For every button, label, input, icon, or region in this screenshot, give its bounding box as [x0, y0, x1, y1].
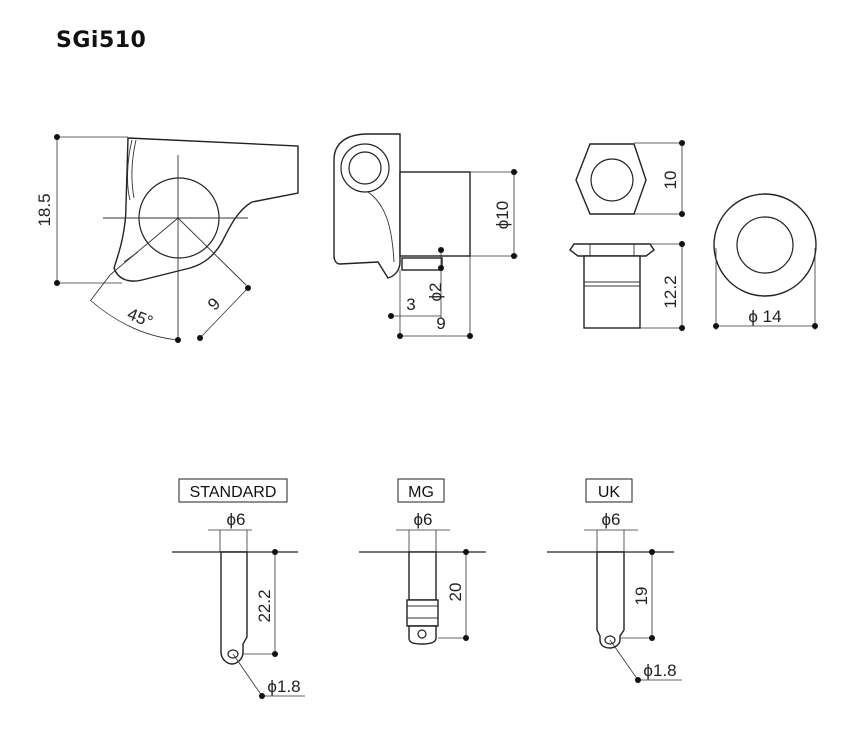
front-outer-ring: [340, 143, 390, 193]
washer-outer: [713, 193, 817, 297]
post-mg: MG ϕ6 20: [359, 478, 486, 645]
front-diameter-label: ϕ10: [493, 201, 512, 229]
front-pin-diameter-label: ϕ2: [426, 283, 445, 302]
side-height-label: 18.5: [35, 193, 54, 226]
post-uk-shaft: [596, 551, 625, 649]
post-mg-label: MG: [408, 484, 434, 501]
front-pin-offset-label: 3: [406, 295, 415, 314]
hex-nut: [575, 143, 647, 215]
front-depth-label: 9: [436, 314, 445, 333]
post-standard-diameter: ϕ6: [227, 510, 246, 529]
front-housing: [333, 133, 401, 279]
washer-inner: [736, 216, 794, 274]
washer-view: ϕ 14: [713, 193, 818, 330]
post-uk-label: UK: [598, 484, 621, 501]
post-mg-diameter: ϕ6: [414, 510, 433, 529]
bushing-height-label: 12.2: [661, 275, 680, 308]
front-view: ϕ10 ϕ2 3 9: [333, 133, 518, 339]
post-uk-diameter: ϕ6: [602, 510, 621, 529]
bushing-body: [583, 255, 641, 329]
post-uk-length: 19: [632, 587, 651, 606]
front-inner-ring: [348, 151, 382, 185]
nut-view: 10: [575, 140, 685, 217]
post-mg-length: 20: [446, 583, 465, 602]
side-housing: [113, 137, 299, 282]
post-mg-shaft: [408, 551, 437, 601]
bushing-view: 12.2: [569, 241, 685, 331]
front-shaft-body: [399, 171, 471, 257]
post-standard-shaft: [220, 551, 248, 665]
washer-diameter-label: ϕ 14: [748, 307, 781, 326]
post-uk: UK ϕ6 19 ϕ1.8: [547, 478, 682, 683]
side-view: 18.5 45° 9: [35, 134, 299, 343]
post-standard: STANDARD ϕ6 22.2 ϕ1.8: [172, 478, 305, 699]
nut-width-label: 10: [661, 171, 680, 190]
hex-nut-hole: [590, 158, 634, 202]
post-uk-hole: ϕ1.8: [643, 661, 676, 680]
bushing-flange: [569, 243, 655, 257]
post-standard-length: 22.2: [255, 589, 274, 622]
side-radius-label: 9: [204, 294, 224, 314]
front-pin: [401, 257, 443, 271]
page-title: SGi510: [56, 28, 147, 53]
post-standard-hole: ϕ1.8: [267, 677, 300, 696]
side-angle-label: 45°: [125, 304, 156, 331]
post-standard-label: STANDARD: [190, 484, 277, 501]
